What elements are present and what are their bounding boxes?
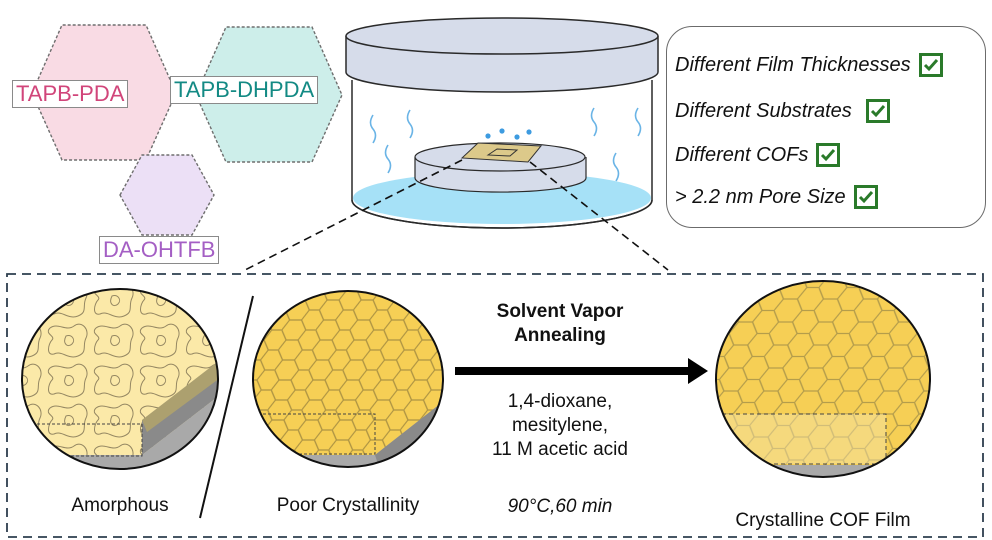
process-title-line1: Solvent Vapor (496, 301, 624, 322)
feature-label: Different COFs (675, 143, 809, 166)
cof-label-da-ohtfb: DA-OHTFB (99, 236, 220, 264)
poor-crystallinity-illustration (252, 290, 444, 468)
condition-solvent-1: 1,4-dioxane, (507, 391, 613, 412)
divider-slash (199, 295, 254, 519)
condition-solvent-2: mesitylene, (511, 415, 609, 436)
cof-label-tapb-dhpda: TAPB-DHPDA (170, 76, 319, 104)
cof-da-ohtfb-structure (119, 154, 215, 236)
process-title: Solvent Vapor Annealing (460, 300, 660, 348)
checkbox-checked-icon (816, 143, 841, 167)
vapor-droplets-icon (485, 128, 532, 140)
process-title-line2: Annealing (514, 325, 606, 346)
feature-label: > 2.2 nm Pore Size (675, 185, 846, 208)
caption-amorphous: Amorphous (71, 495, 169, 516)
crystalline-film-illustration (715, 280, 931, 478)
amorphous-film-illustration (21, 288, 219, 470)
feature-item: Different Film Thicknesses (675, 53, 943, 77)
checkbox-checked-icon (853, 185, 878, 209)
checkbox-checked-icon (918, 53, 943, 77)
annealing-chamber (345, 17, 659, 229)
vapor-wisps-icon (369, 107, 642, 182)
process-frame (6, 273, 984, 538)
feature-item: > 2.2 nm Pore Size (675, 185, 878, 209)
checkbox-checked-icon (865, 99, 890, 123)
feature-label: Different Substrates (675, 99, 852, 122)
feature-item: Different Substrates (675, 99, 890, 123)
process-conditions: 1,4-dioxane, mesitylene, 11 M acetic aci… (450, 390, 670, 462)
caption-crystalline-cof-film: Crystalline COF Film (735, 510, 911, 531)
process-arrow-icon (455, 358, 708, 384)
feature-item: Different COFs (675, 143, 841, 167)
features-panel: Different Film Thicknesses Different Sub… (666, 26, 986, 228)
condition-catalyst: 11 M acetic acid (492, 439, 628, 460)
zoom-guide-lines (244, 159, 669, 271)
feature-label: Different Film Thicknesses (675, 53, 911, 76)
process-temperature-time: 90°C,60 min (507, 496, 613, 517)
cof-label-tapb-pda: TAPB-PDA (12, 80, 129, 108)
caption-poor-crystallinity: Poor Crystallinity (276, 495, 420, 516)
